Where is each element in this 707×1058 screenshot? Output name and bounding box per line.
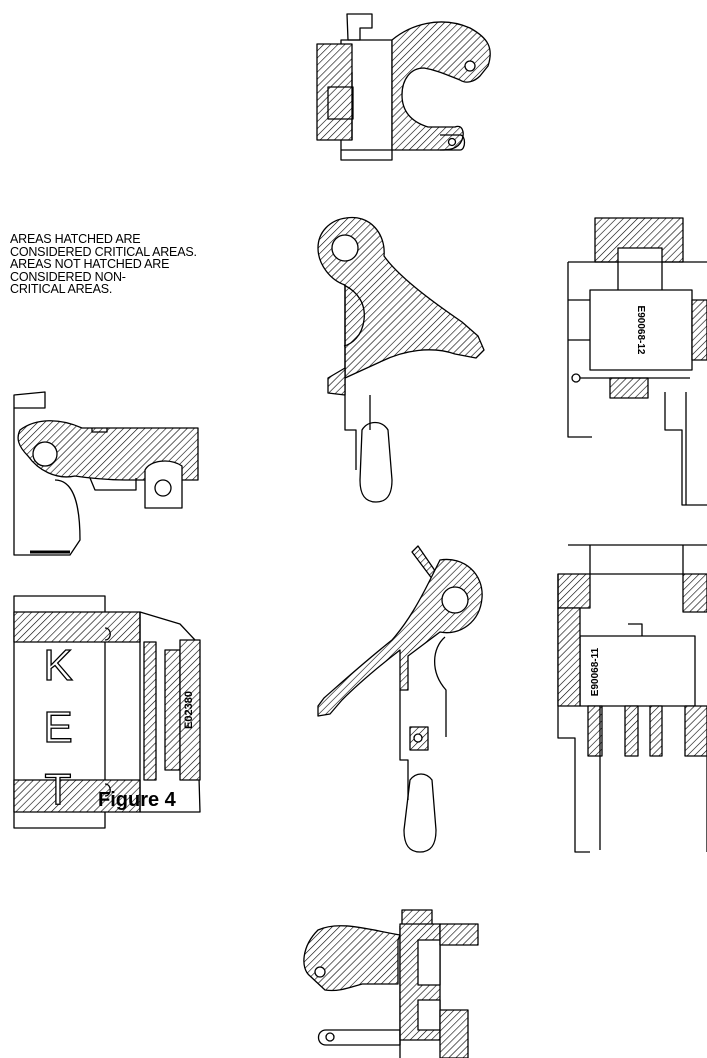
part-a-label: E90068-12: [635, 306, 646, 355]
part-right-upper: [567, 217, 707, 506]
part-left-hook: [13, 391, 199, 556]
part-b-label: E90068-11: [590, 647, 601, 696]
note-line: AREAS HATCHED ARE: [10, 232, 141, 246]
part-middle-lower: [317, 545, 483, 853]
part-left-housing: [13, 595, 201, 829]
housing-letter-k: K: [43, 641, 72, 690]
note-line: CONSIDERED NON-: [10, 269, 126, 284]
note-line: CRITICAL AREAS.: [10, 282, 113, 296]
note-line: AREAS NOT HATCHED ARE: [10, 257, 170, 271]
hatching-note: AREAS HATCHED ARE CONSIDERED CRITICAL AR…: [10, 233, 300, 296]
part-bottom-view: [303, 909, 479, 1058]
housing-code: E02380: [183, 691, 195, 729]
housing-letter-e: E: [43, 703, 72, 752]
figure-caption: Figure 4: [98, 789, 176, 811]
part-top-view: [316, 13, 491, 161]
housing-letter-t: T: [45, 765, 72, 814]
note-line: CONSIDERED CRITICAL AREAS.: [10, 244, 197, 259]
part-right-lower: [557, 544, 707, 853]
part-middle-upper: [317, 216, 485, 503]
